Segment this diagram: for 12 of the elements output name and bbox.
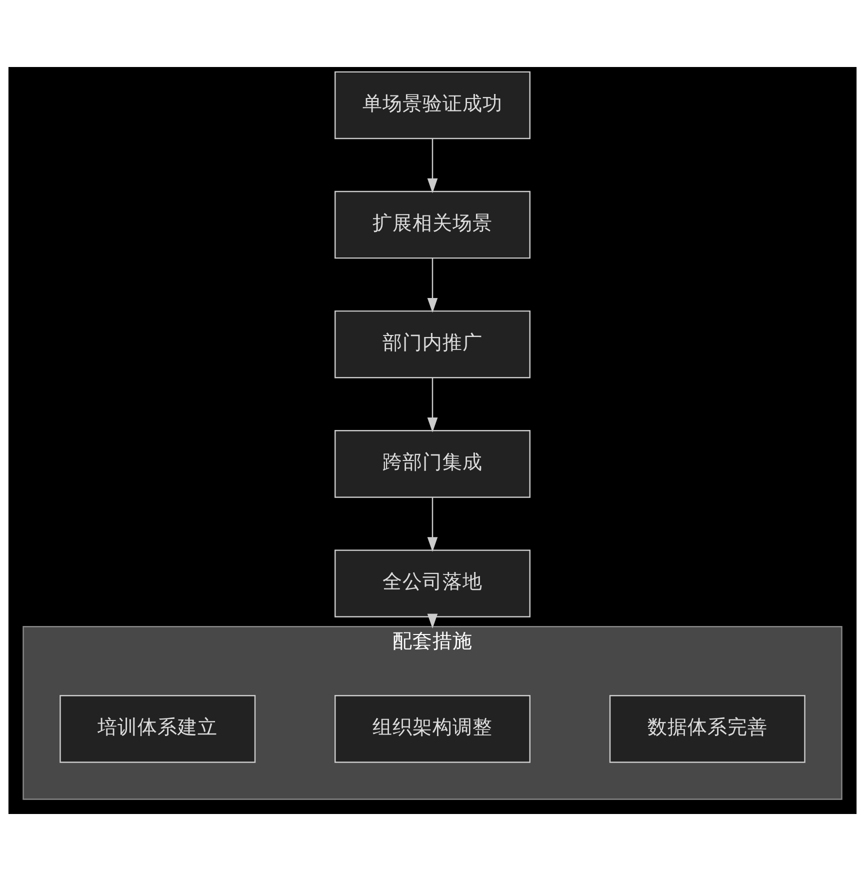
- arrow: [427, 258, 438, 312]
- arrow: [427, 377, 438, 432]
- node-box: 扩展相关场景: [334, 190, 530, 258]
- node-box: 部门内推广: [334, 310, 530, 378]
- arrow: [427, 496, 438, 552]
- node-box: 单场景验证成功: [334, 70, 530, 139]
- node-box: 跨部门集成: [334, 430, 530, 498]
- node-box: 数据体系完善: [609, 694, 806, 762]
- arrow: [427, 138, 438, 193]
- arrow: [427, 613, 438, 628]
- node-box: 组织架构调整: [334, 694, 530, 762]
- node-box: 培训体系建立: [60, 694, 256, 762]
